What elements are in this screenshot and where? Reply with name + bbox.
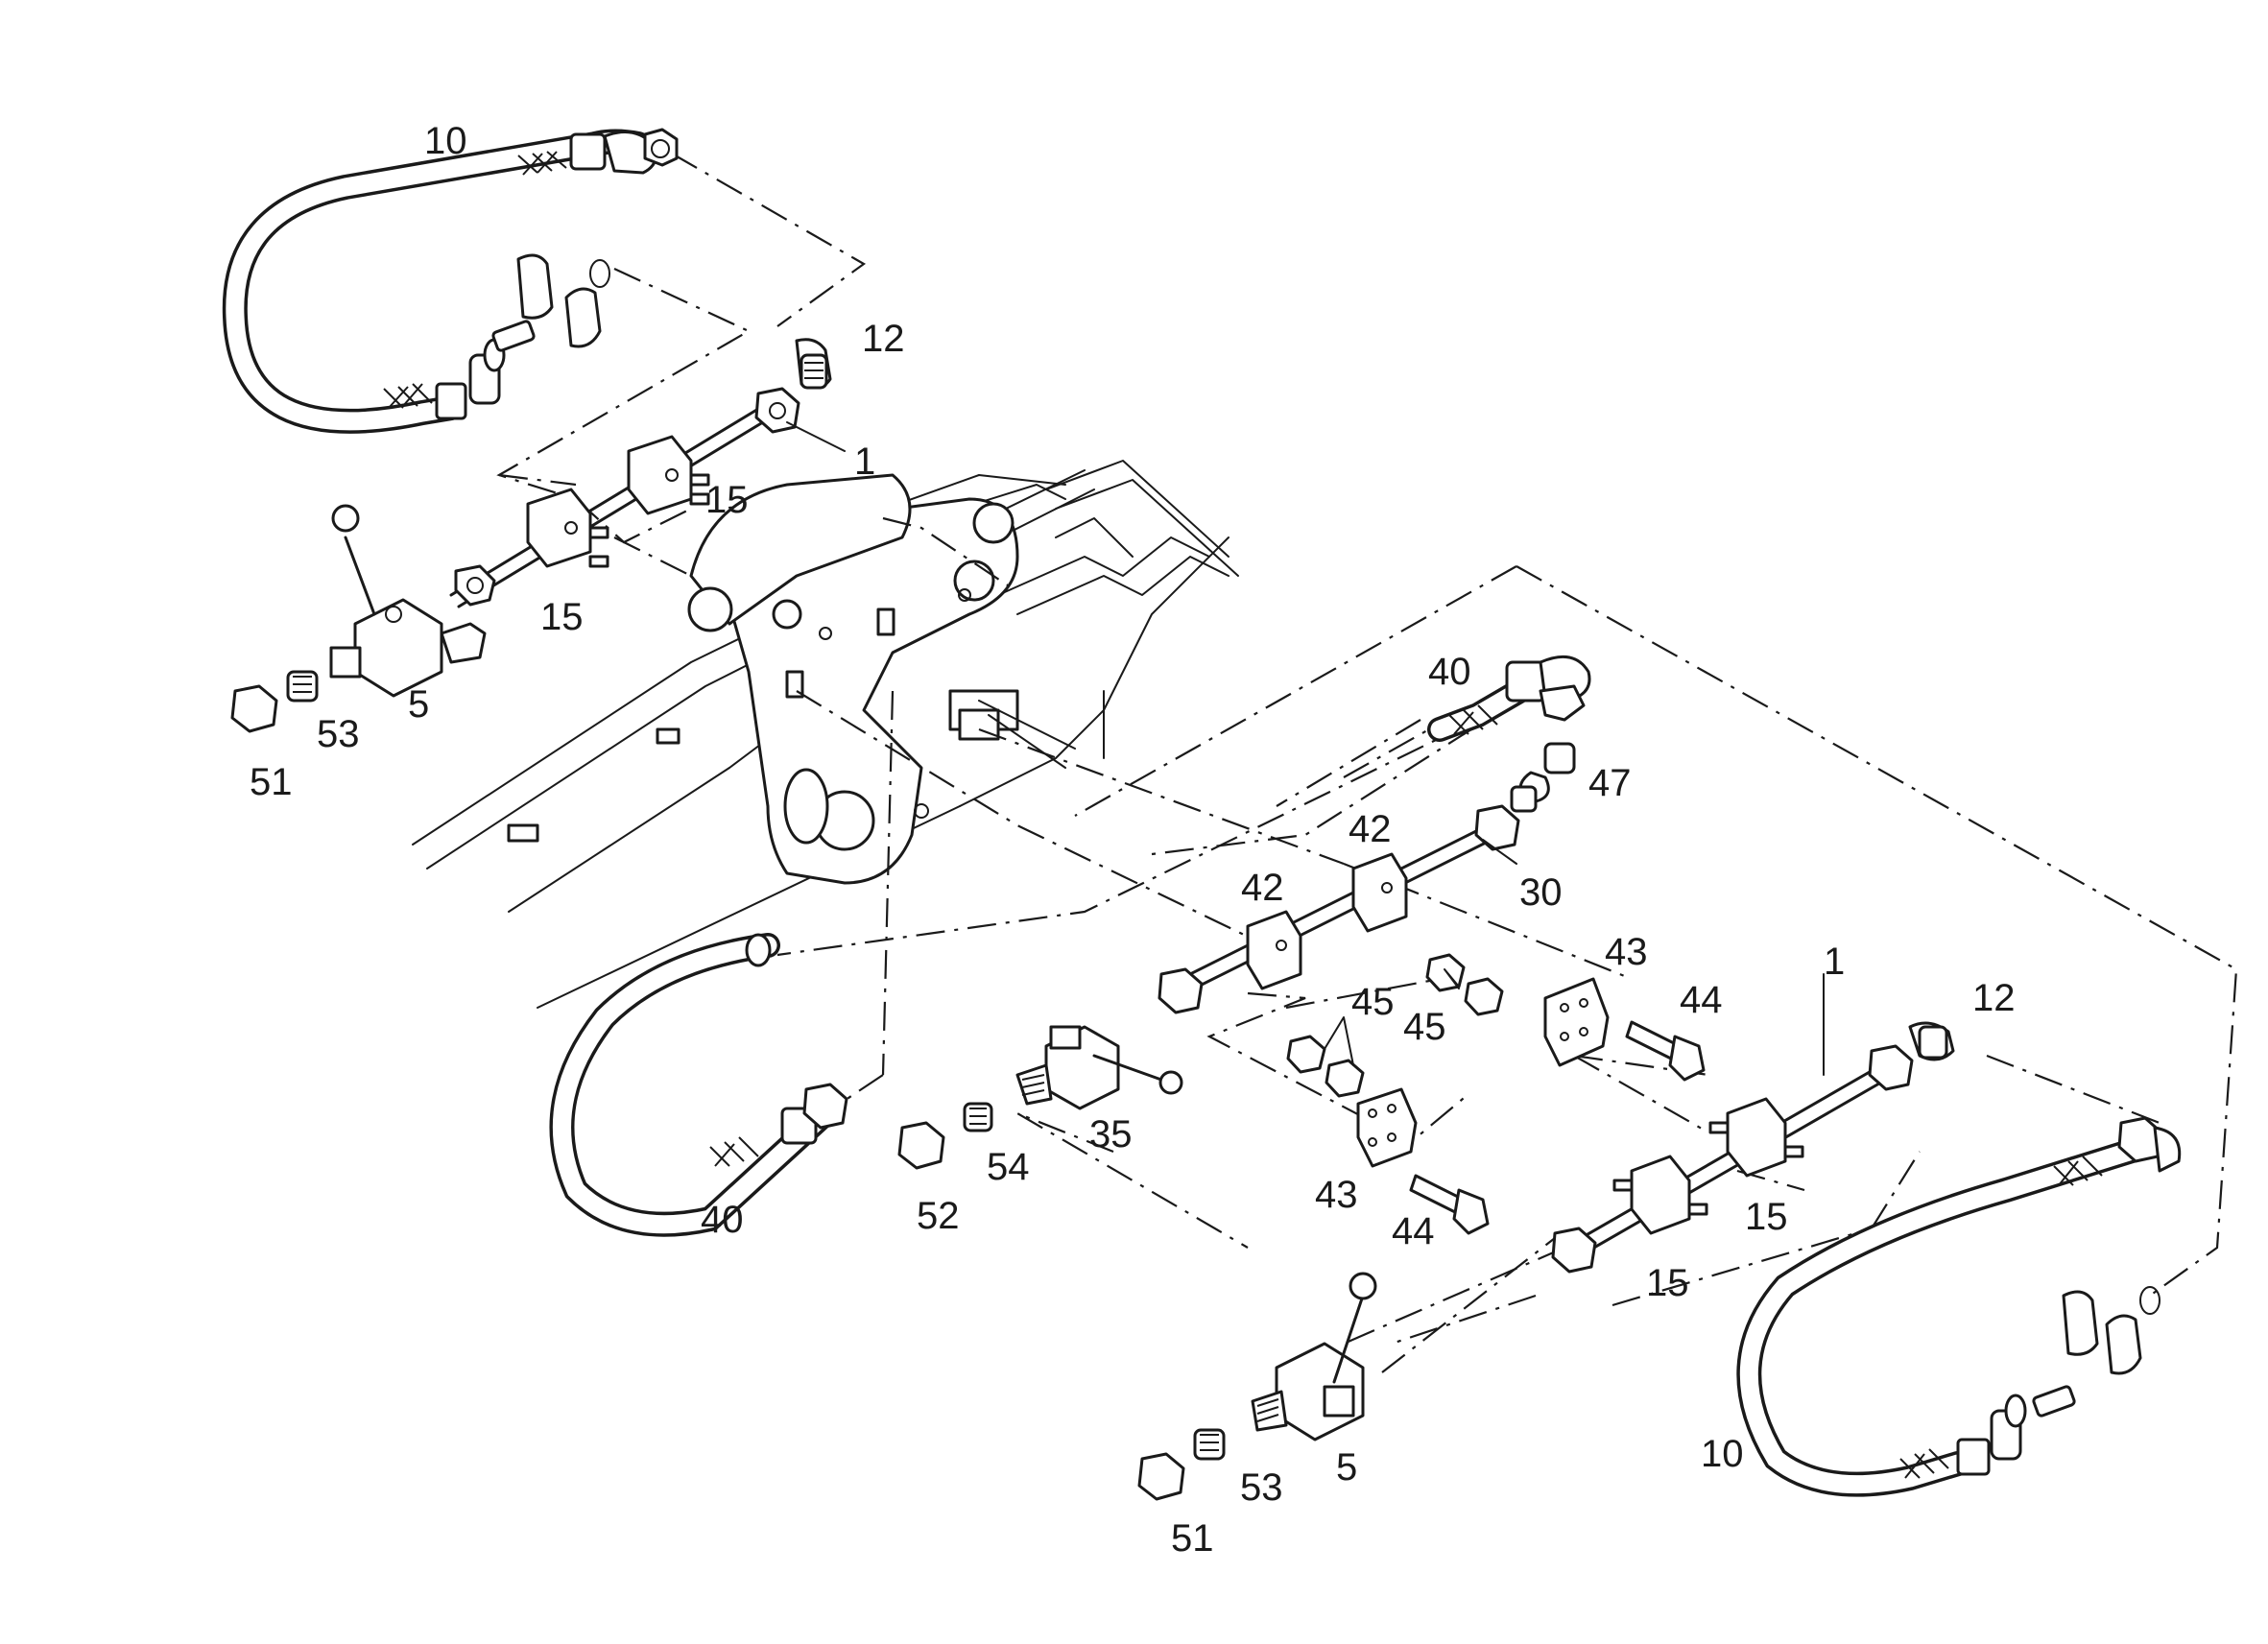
flange-halves-upper bbox=[491, 253, 610, 352]
hose-10-upper bbox=[222, 128, 679, 434]
hose-10-lower bbox=[1736, 1116, 2182, 1497]
callout-label: 42 bbox=[1349, 808, 1392, 850]
callout-label: 47 bbox=[1588, 762, 1632, 804]
callout-labels: 10 12 1 15 15 5 53 51 40 47 42 42 30 43 … bbox=[250, 120, 2016, 1560]
callout-label: 45 bbox=[1403, 1006, 1446, 1048]
callout-label: 51 bbox=[250, 761, 293, 803]
nuts-45-lower bbox=[1286, 1035, 1365, 1098]
callout-label: 5 bbox=[1336, 1446, 1357, 1489]
leader-lines bbox=[786, 421, 1825, 1076]
nipple-53-lower bbox=[1193, 1428, 1226, 1461]
boom-structure bbox=[412, 460, 1239, 1009]
ball-valve-35 bbox=[1015, 1025, 1183, 1110]
callout-label: 15 bbox=[705, 479, 749, 521]
nipple-54 bbox=[963, 1102, 993, 1132]
callout-label: 15 bbox=[1745, 1196, 1788, 1238]
pipe-1-lower bbox=[1551, 1044, 1914, 1274]
elbow-fitting-12-lower bbox=[1908, 1021, 1955, 1061]
callout-label: 40 bbox=[1428, 651, 1471, 693]
callout-label: 15 bbox=[540, 596, 584, 638]
callout-label: 53 bbox=[317, 713, 360, 755]
callout-label: 15 bbox=[1646, 1262, 1689, 1304]
callout-label: 54 bbox=[987, 1146, 1030, 1188]
flange-halves-lower bbox=[2032, 1286, 2161, 1418]
callout-label: 52 bbox=[917, 1195, 960, 1237]
callout-label: 51 bbox=[1171, 1517, 1214, 1560]
callout-label: 10 bbox=[1701, 1433, 1744, 1475]
hose-40-upper bbox=[1427, 655, 1591, 742]
callout-label: 35 bbox=[1089, 1113, 1133, 1156]
ball-valve-5-lower bbox=[1251, 1272, 1377, 1441]
callout-label: 12 bbox=[862, 318, 905, 360]
callout-label: 53 bbox=[1240, 1466, 1283, 1509]
clamp-42 bbox=[1246, 852, 1408, 990]
callout-label: 30 bbox=[1519, 871, 1563, 914]
callout-label: 44 bbox=[1680, 979, 1723, 1021]
clamp-15-upper bbox=[526, 435, 710, 568]
callout-label: 12 bbox=[1972, 977, 2016, 1019]
pipe-30 bbox=[1158, 804, 1520, 1014]
cap-nut-51-upper bbox=[230, 684, 278, 733]
elbow-47 bbox=[1510, 742, 1576, 813]
cap-nut-52 bbox=[897, 1121, 945, 1170]
plate-43-upper bbox=[1543, 977, 1610, 1067]
clamp-15-lower bbox=[1612, 1097, 1804, 1235]
cap-nut-51-lower bbox=[1137, 1452, 1185, 1501]
bolt-44-upper bbox=[1625, 1020, 1706, 1082]
callout-label: 1 bbox=[854, 441, 875, 483]
nipple-53-upper bbox=[286, 670, 319, 703]
plate-43-lower bbox=[1356, 1087, 1418, 1168]
bolt-44-lower bbox=[1409, 1174, 1490, 1235]
callout-label: 44 bbox=[1392, 1210, 1435, 1252]
callout-label: 43 bbox=[1605, 931, 1648, 973]
callout-label: 43 bbox=[1315, 1174, 1358, 1216]
callout-label: 5 bbox=[408, 683, 429, 726]
callout-label: 45 bbox=[1351, 981, 1395, 1023]
elbow-fitting-12-upper bbox=[795, 338, 832, 390]
ball-valve-5-upper bbox=[329, 504, 496, 698]
callout-label: 40 bbox=[701, 1199, 744, 1241]
callout-label: 10 bbox=[424, 120, 467, 162]
hose-40-lower bbox=[549, 933, 848, 1237]
callout-label: 1 bbox=[1824, 941, 1845, 983]
callout-label: 42 bbox=[1241, 867, 1284, 909]
